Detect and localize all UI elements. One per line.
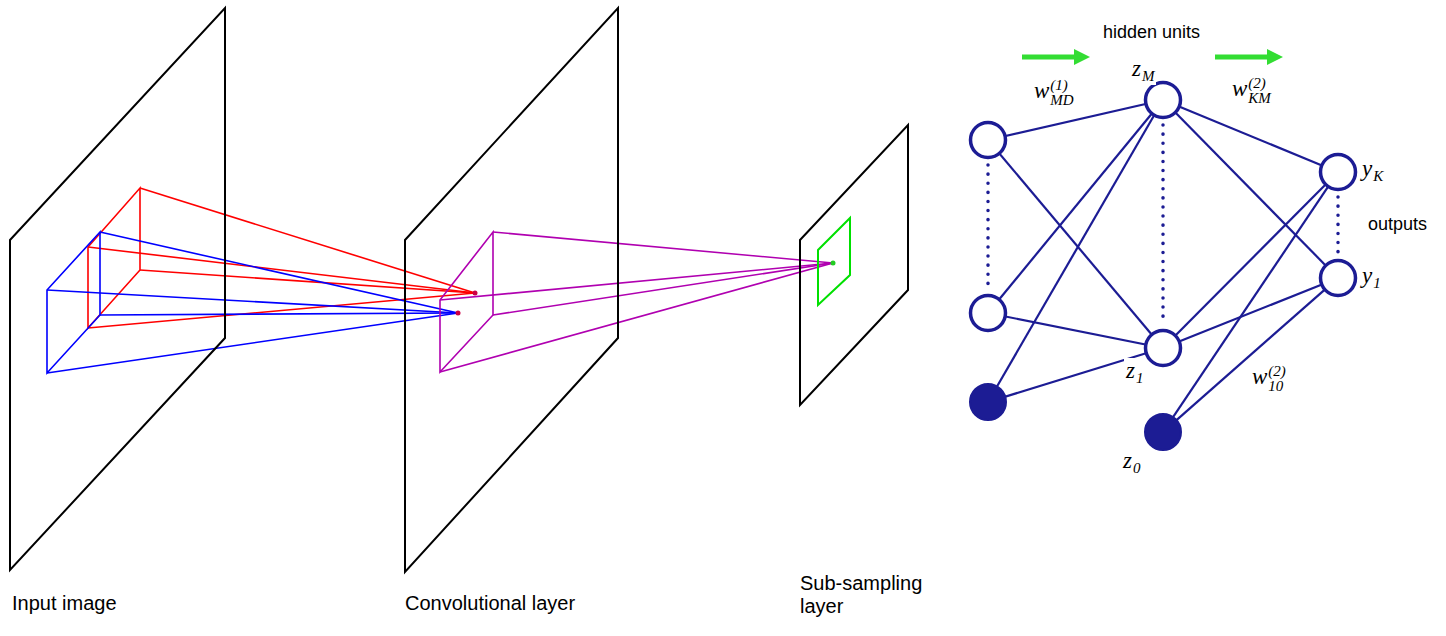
feature-point <box>456 311 461 316</box>
feature-point <box>831 261 836 266</box>
unit-label: y1 <box>1360 263 1383 292</box>
bias-unit <box>1145 414 1181 450</box>
red-receptive-field <box>88 188 475 328</box>
green-pooling-unit <box>818 218 850 305</box>
unit-circle <box>1321 155 1356 190</box>
plane-outline <box>405 8 618 572</box>
weight-connection <box>1173 187 1328 417</box>
unit-circle <box>1143 80 1183 120</box>
feature-map-plane: Convolutional layer <box>405 8 618 572</box>
input-unit <box>971 123 1006 158</box>
unit-circle <box>1318 152 1358 192</box>
layer-caption: Input image <box>12 592 117 615</box>
plane-outline <box>10 8 225 570</box>
unit-circle <box>1146 331 1181 366</box>
unit-circle <box>1146 83 1181 118</box>
network-unit: z1 <box>1143 328 1183 368</box>
layer-label: outputs <box>1368 214 1427 235</box>
feature-map-plane: Sub-sampling layer <box>800 125 908 405</box>
blue-receptive-field <box>47 232 458 373</box>
weight-connection <box>1177 290 1325 420</box>
unit-label: z1 <box>1124 358 1145 387</box>
plane-outline <box>405 8 618 572</box>
weight-label: w(1)MD <box>1032 78 1076 108</box>
feature-point <box>473 291 478 296</box>
network-unit: zM <box>1143 80 1183 120</box>
weight-connection <box>1180 107 1322 165</box>
network-unit: yK <box>1318 152 1358 192</box>
network-unit: y1 <box>1318 258 1358 298</box>
unit-label: z0 <box>1121 448 1142 477</box>
plane-outline <box>800 125 908 405</box>
plane-outline <box>800 125 908 405</box>
unit-circle <box>1143 328 1183 368</box>
weight-connection <box>1180 285 1322 342</box>
feature-map-plane: Input image <box>10 8 225 570</box>
plane-outline <box>10 8 225 570</box>
layer-caption: Convolutional layer <box>405 592 575 615</box>
magenta-pooling-field <box>440 232 833 372</box>
network-unit: z0 <box>1143 412 1183 452</box>
layer-caption: Sub-sampling layer <box>800 572 932 618</box>
unit-label: zM <box>1130 56 1156 85</box>
unit-label: yK <box>1360 156 1385 185</box>
input-weight-line <box>988 100 1163 402</box>
weight-label: w(2)KM <box>1230 76 1273 106</box>
unit-circle <box>1318 258 1358 298</box>
bias-unit <box>970 384 1006 420</box>
weight-connection <box>1176 113 1326 265</box>
layer-label: hidden units <box>1103 22 1200 43</box>
input-unit <box>971 296 1006 331</box>
unit-circle <box>1321 261 1356 296</box>
unit-circle <box>1143 412 1183 452</box>
weight-label: w(2)10 <box>1250 364 1288 394</box>
